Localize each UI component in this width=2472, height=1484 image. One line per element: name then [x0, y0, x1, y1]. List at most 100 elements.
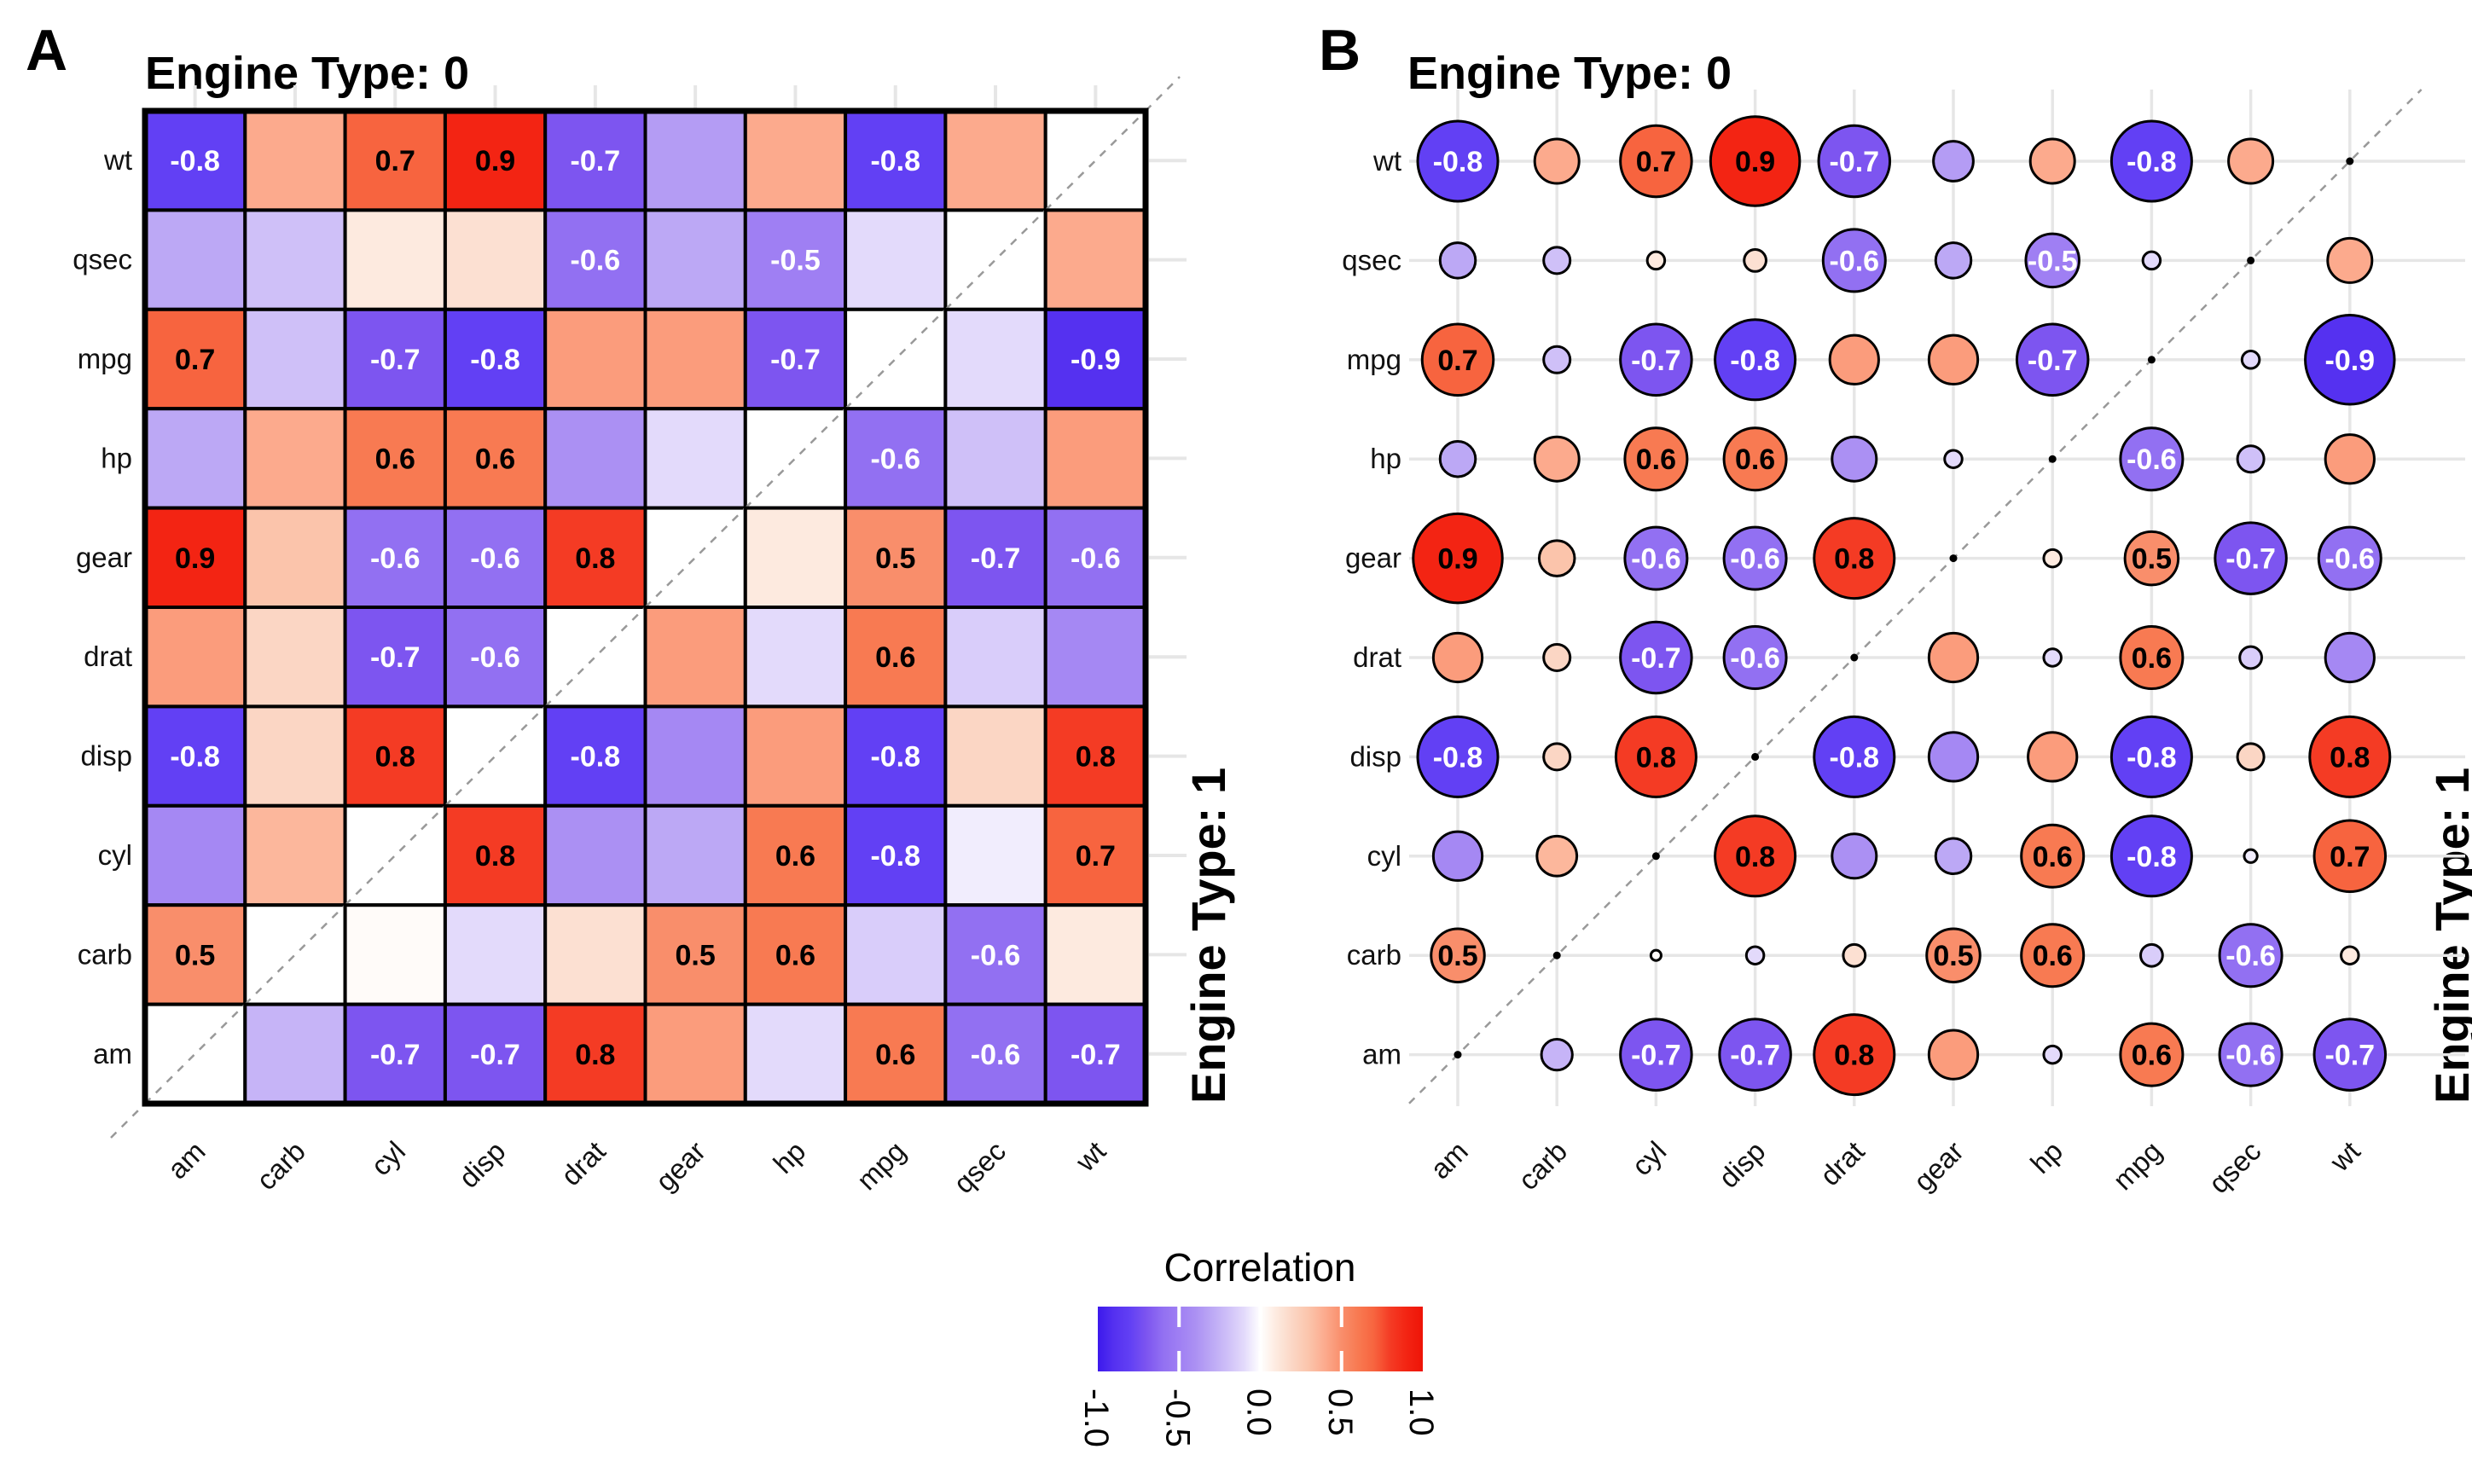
- bubble-value-label: -0.6: [2325, 543, 2376, 576]
- legend-tick-label: -0.5: [1158, 1388, 1196, 1447]
- cell-value-label: -0.8: [870, 741, 920, 774]
- bubble-value-label: -0.6: [1730, 642, 1780, 675]
- bubble-value-label: -0.5: [2028, 245, 2078, 277]
- x-axis-label: drat: [554, 1135, 611, 1191]
- bubble-value-label: 0.6: [1636, 443, 1676, 476]
- heatmap-cell: [543, 407, 647, 510]
- y-axis-label: carb: [78, 938, 132, 970]
- bubble-value-label: 0.8: [1834, 543, 1874, 576]
- bubble-value-label: -0.8: [2127, 741, 2177, 774]
- bubble-circle: [1934, 837, 1973, 876]
- heatmap-cell: [1043, 307, 1147, 411]
- heatmap-cell: [243, 1002, 347, 1105]
- legend-tick-notch: [1177, 1351, 1181, 1371]
- bubble-circle: [1932, 140, 1975, 183]
- x-axis-label: wt: [2324, 1135, 2366, 1178]
- x-axis-label: mpg: [850, 1135, 912, 1197]
- bubble-circle: [1412, 512, 1504, 605]
- bubble-value-label: 0.6: [2132, 1040, 2172, 1072]
- heatmap-cell: [643, 407, 747, 510]
- bubble-circle: [1722, 426, 1788, 492]
- bubble-circle: [1416, 119, 1500, 203]
- bubble-circle: [2119, 1022, 2185, 1087]
- bubble-circle: [2214, 521, 2288, 595]
- heatmap-cell: [743, 1002, 848, 1105]
- legend-tick-notch: [1258, 1351, 1262, 1371]
- cell-value-label: 0.6: [875, 1039, 915, 1071]
- bubble-circle: [2028, 137, 2076, 185]
- heatmap-cell: [243, 307, 347, 411]
- diagonal-cell: [1043, 109, 1147, 212]
- bubble-circle: [2227, 137, 2275, 185]
- cell-value-label: 0.7: [1076, 840, 1116, 872]
- bubble-circle: [1943, 449, 1964, 469]
- heatmap-outer-border: [142, 107, 1149, 1107]
- bubble-circle: [1927, 631, 1980, 684]
- diagonal-dashed-line: [1145, 76, 1181, 112]
- heatmap-cell: [844, 903, 948, 1006]
- panel-b-tag: B: [1319, 18, 1361, 83]
- bubble-circle: [1537, 539, 1576, 577]
- bubble-circle: [1614, 715, 1697, 798]
- cell-value-label: -0.8: [870, 840, 920, 872]
- cell-value-label: -0.7: [770, 344, 821, 376]
- cell-value-label: 0.6: [475, 443, 515, 475]
- diagonal-dot: [2346, 157, 2354, 165]
- heatmap-cell: [643, 704, 747, 808]
- cell-value-label: -0.6: [470, 641, 520, 674]
- y-axis-label: drat: [1353, 641, 1401, 673]
- heatmap-cell: [243, 407, 347, 510]
- bubble-circle: [1925, 927, 1982, 983]
- bubble-value-label: 0.5: [1437, 940, 1477, 972]
- diagonal-dot: [2048, 455, 2057, 463]
- bubble-value-label: 0.8: [1735, 841, 1775, 873]
- bubble-circle: [2042, 1044, 2063, 1065]
- y-axis-label: cyl: [1367, 840, 1401, 872]
- bubble-value-label: -0.7: [2028, 345, 2078, 377]
- bubble-circle: [1416, 715, 1500, 798]
- bubble-circle: [2324, 433, 2376, 485]
- bubble-value-label: -0.6: [1830, 245, 1880, 277]
- bubble-circle: [2109, 715, 2193, 798]
- bubble-circle: [1714, 318, 1797, 402]
- bubble-circle: [1542, 643, 1572, 672]
- cell-value-label: -0.7: [571, 145, 621, 177]
- bubble-circle: [1540, 1037, 1574, 1072]
- bubble-circle: [2238, 645, 2263, 670]
- x-axis-label: disp: [1713, 1135, 1772, 1194]
- x-axis-label: wt: [1069, 1135, 1111, 1178]
- heatmap-cell: [1043, 903, 1147, 1006]
- bubble-circle: [2139, 942, 2164, 968]
- x-axis-label: gear: [649, 1135, 711, 1197]
- bubble-circle: [1619, 1017, 1693, 1092]
- heatmap-cell: [243, 506, 347, 609]
- bubble-circle: [1623, 426, 1689, 492]
- bubble-value-label: -0.6: [2225, 1040, 2276, 1072]
- cell-value-label: 0.7: [175, 344, 215, 376]
- heatmap-cell: [943, 307, 1047, 411]
- cell-value-label: 0.8: [1076, 741, 1116, 774]
- heatmap-cell: [1043, 407, 1147, 510]
- cell-value-label: -0.7: [470, 1039, 520, 1071]
- bubble-circle: [1743, 248, 1767, 273]
- bubble-circle: [1821, 228, 1887, 293]
- heatmap-cell: [443, 803, 548, 907]
- bubble-circle: [2340, 945, 2360, 965]
- bubble-circle: [1533, 435, 1581, 483]
- diagonal-dot: [2147, 356, 2156, 364]
- bubble-circle: [2243, 848, 2259, 864]
- diagonal-dot: [1850, 653, 1859, 662]
- bubble-value-label: 0.8: [2330, 741, 2370, 774]
- bubble-circle: [2109, 119, 2193, 203]
- heatmap-cell: [143, 407, 247, 510]
- bubble-circle: [2312, 819, 2388, 894]
- bubble-value-label: 0.6: [2132, 642, 2172, 675]
- cell-value-label: 0.6: [375, 443, 415, 475]
- bubble-circle: [2312, 1017, 2388, 1092]
- bubble-circle: [2042, 548, 2063, 569]
- heatmap-cell: [743, 704, 848, 808]
- y-axis-label: am: [93, 1038, 132, 1070]
